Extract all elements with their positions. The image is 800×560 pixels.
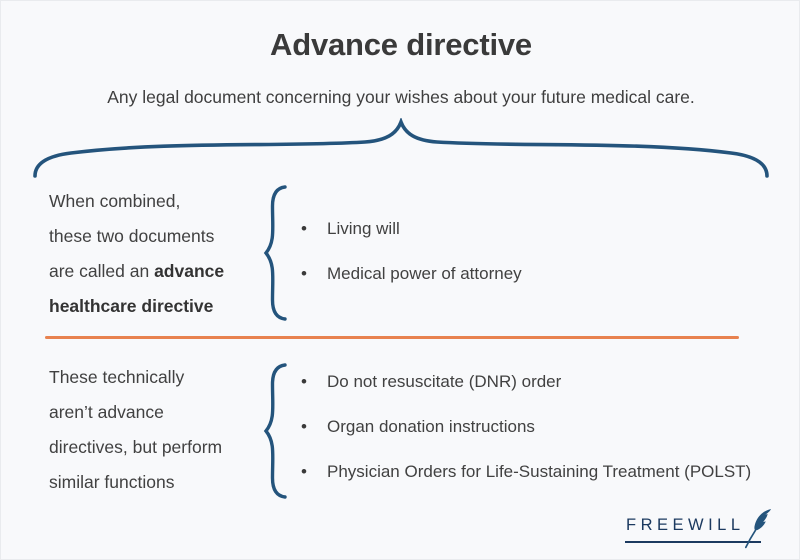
label-line: are called an advance [49, 261, 225, 281]
bullet-item: Do not resuscitate (DNR) order [301, 368, 753, 395]
section1-label: When combined, these two documents are c… [49, 184, 274, 324]
horizontal-brace-icon [33, 118, 769, 178]
label-line: these two documents [49, 226, 215, 246]
quill-feather-icon [744, 509, 771, 549]
freewill-logo-text: FREEWILL [625, 516, 761, 543]
curly-brace-icon [263, 363, 287, 499]
section-divider [45, 336, 739, 339]
label-line: directives, but perform [49, 437, 223, 457]
label-line: aren’t advance [49, 402, 164, 422]
freewill-logo: FREEWILL [625, 509, 771, 549]
bullet-item: Organ donation instructions [301, 413, 753, 440]
label-line: healthcare directive [49, 296, 214, 316]
label-line: When combined, [49, 191, 181, 211]
bullet-item: Medical power of attorney [301, 260, 753, 287]
bullet-item: Living will [301, 215, 753, 242]
curly-brace-icon [263, 185, 287, 321]
bullet-item: Physician Orders for Life-Sustaining Tre… [301, 458, 753, 485]
label-line: These technically [49, 367, 185, 387]
section2-bullet-list: Do not resuscitate (DNR) order Organ don… [301, 368, 753, 503]
label-line: similar functions [49, 472, 175, 492]
section1-bullet-list: Living will Medical power of attorney [301, 215, 753, 305]
page-title: Advance directive [270, 27, 532, 62]
page-subtitle: Any legal document concerning your wishe… [107, 87, 695, 107]
section2-label: These technically aren’t advance directi… [49, 360, 274, 500]
